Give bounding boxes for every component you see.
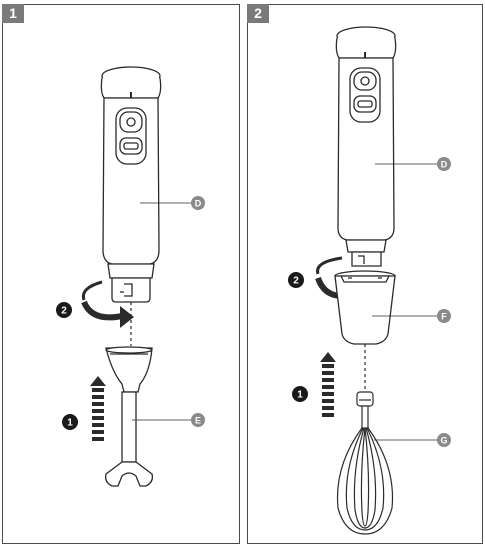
whisk-gearbox	[334, 270, 396, 345]
svg-text:D: D	[195, 199, 202, 209]
panel-1-number: 1	[2, 4, 24, 23]
whisk	[336, 391, 394, 535]
motor-unit-2	[335, 26, 397, 267]
insert-arrow-2	[320, 352, 336, 417]
svg-text:1: 1	[67, 418, 73, 429]
svg-text:G: G	[440, 436, 447, 446]
svg-text:E: E	[195, 416, 201, 426]
insert-arrow-1	[90, 376, 106, 441]
step-2-badge-1: 2	[56, 302, 72, 318]
svg-text:D: D	[441, 160, 448, 170]
svg-text:2: 2	[61, 306, 67, 317]
svg-text:2: 2	[293, 276, 299, 287]
panel-1: 1	[2, 4, 240, 544]
callout-d-2: D	[437, 157, 451, 171]
callout-d-1: D	[191, 196, 205, 210]
rotation-arrow-1	[81, 280, 134, 328]
callout-e: E	[191, 413, 205, 427]
blender-shaft	[104, 346, 154, 487]
panel-2-number: 2	[247, 4, 269, 23]
svg-text:F: F	[441, 312, 447, 322]
step-2-badge-2: 2	[288, 272, 304, 288]
step-1-badge-2: 1	[292, 386, 308, 402]
callout-g: G	[437, 433, 451, 447]
svg-text:1: 1	[297, 390, 303, 401]
motor-unit-1	[100, 66, 162, 303]
panel-2: 2	[247, 4, 483, 544]
callout-f: F	[437, 309, 451, 323]
step-1-badge-1: 1	[62, 414, 78, 430]
